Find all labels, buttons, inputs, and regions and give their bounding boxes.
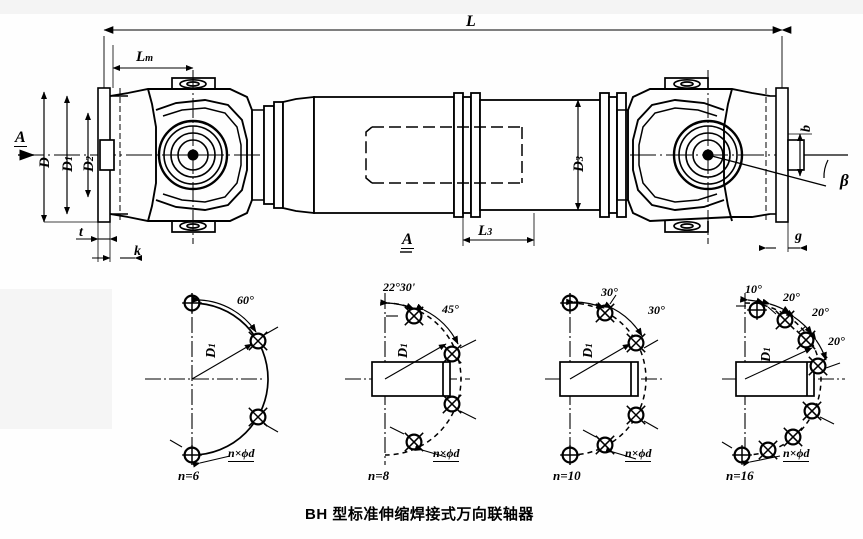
dim-label-b: b (799, 125, 814, 132)
diameter-label-n10-D1: D1 (581, 343, 596, 358)
flange-pattern-n8-geometry (345, 293, 477, 465)
hole-note-n8: n×ϕd (433, 446, 460, 462)
dim-label-t: t (79, 225, 83, 240)
figure-title: BH 型标准伸缩焊接式万向联轴器 (305, 506, 534, 523)
angle-label-n6-60: 60° (237, 293, 254, 307)
flange-pattern-n10-geometry (545, 292, 665, 466)
angle-label-n8-2230: 22°30' (383, 280, 416, 294)
dim-label-L3: L3 (478, 223, 493, 239)
hole-note-n16: n×ϕd (783, 446, 810, 462)
dim-label-D3: D3 (571, 156, 587, 172)
angle-label-n16-c: 20° (812, 305, 829, 319)
angle-label-n16-b: 20° (783, 290, 800, 304)
angle-label-n16-d: 20° (828, 334, 845, 348)
pattern-count-n16: n=16 (726, 468, 754, 483)
hole-note-n6: n×ϕd (228, 446, 255, 462)
dim-label-k: k (134, 244, 141, 259)
dim-label-beta: β (840, 171, 849, 190)
dim-label-L: L (466, 13, 476, 30)
angle-label-n10-a: 30° (601, 285, 618, 299)
angle-label-n8-45: 45° (442, 302, 459, 316)
flange-pattern-n16-geometry (721, 293, 845, 467)
dim-label-g: g (795, 229, 802, 244)
dimension-lines (18, 26, 812, 262)
diameter-label-n16-D1: D1 (759, 347, 774, 362)
hole-note-n10: n×ϕd (625, 446, 652, 462)
flange-pattern-n6-geometry (145, 292, 279, 468)
angle-label-n16-a: 10° (745, 282, 762, 296)
diameter-label-n6-D1: D1 (204, 343, 219, 358)
pattern-count-n10: n=10 (553, 468, 581, 483)
pattern-count-n6: n=6 (178, 468, 200, 483)
angle-label-n10-b: 30° (648, 303, 665, 317)
main-elevation-geometry (18, 70, 848, 244)
section-mark-A-left: A (14, 129, 27, 147)
dim-label-D: D (37, 157, 53, 168)
pattern-count-n8: n=8 (368, 468, 390, 483)
diameter-label-n8-D1: D1 (396, 343, 411, 358)
dim-label-D1: D1 (60, 156, 76, 172)
section-mark-A-bottom: A (401, 231, 414, 249)
dim-label-Lm: Lm (136, 49, 154, 65)
dim-label-D2: D2 (81, 156, 97, 172)
